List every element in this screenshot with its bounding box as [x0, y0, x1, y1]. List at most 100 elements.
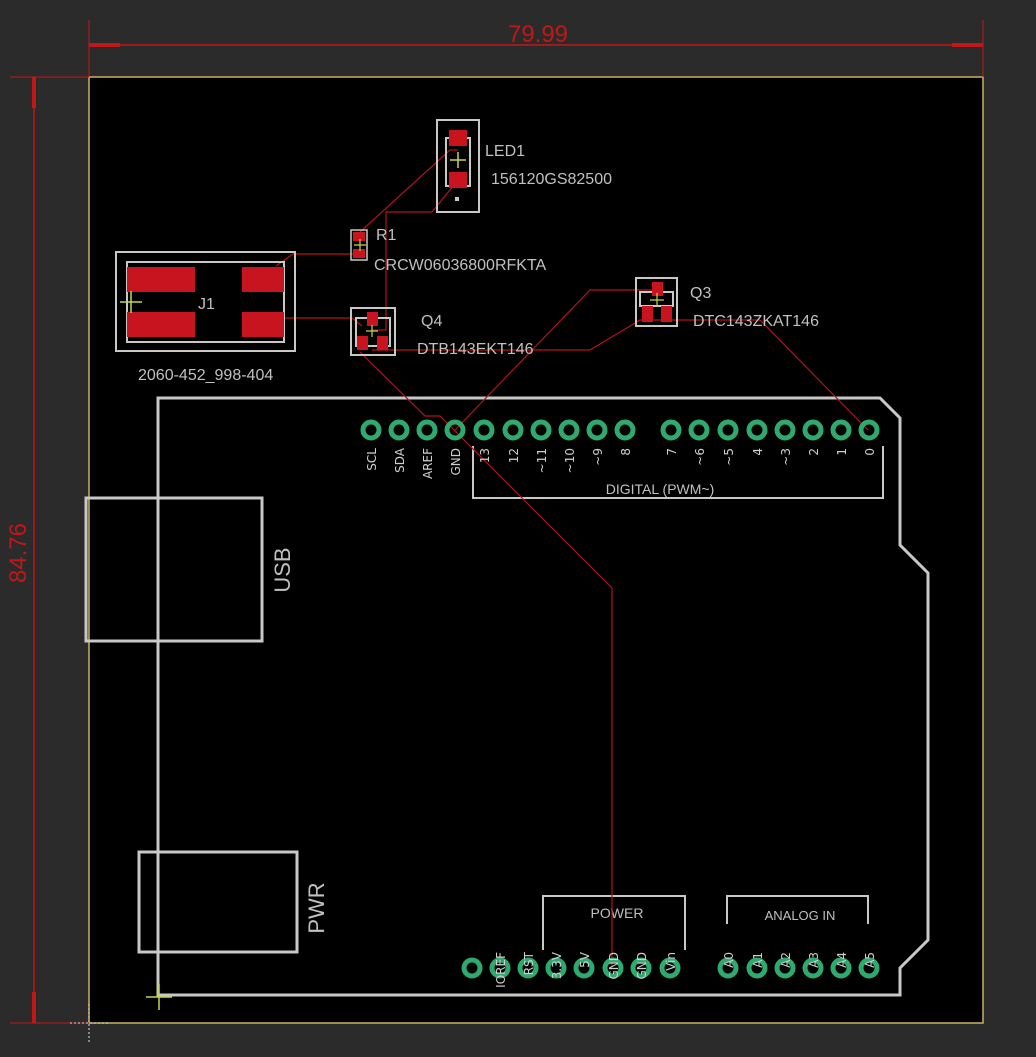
analog-pin-label: A2: [779, 952, 793, 968]
r1-footprint[interactable]: R1 CRCW06036800RFKTA: [350, 227, 547, 274]
dimension-height[interactable]: [10, 76, 89, 1024]
trace-led1-q4: [372, 179, 459, 331]
analog-pin-label: A0: [722, 952, 736, 968]
analog-pad-4[interactable]: [830, 957, 852, 979]
power-pin-label: IOREF: [494, 952, 508, 988]
j1-footprint[interactable]: J1 2060-452_998-404: [115, 251, 296, 384]
led1-value: 156120GS82500: [491, 171, 612, 188]
digital-pin-label: 4: [751, 448, 765, 456]
analog-pad-2[interactable]: [774, 957, 796, 979]
trace-q3-gnd: [454, 289, 657, 431]
digital-pad-9[interactable]: [614, 419, 636, 441]
digital-pad-11[interactable]: [688, 419, 710, 441]
board-area[interactable]: [88, 76, 984, 1024]
j1-silk-outer: [115, 251, 296, 352]
j1-value: 2060-452_998-404: [138, 367, 273, 384]
power-pad-1[interactable]: [517, 957, 539, 979]
digital-pad-1[interactable]: [388, 419, 410, 441]
analog-pin-label: A3: [807, 952, 821, 968]
digital-pin-label: ~11: [535, 448, 549, 473]
q3-value: DTC143ZKAT146: [693, 313, 819, 330]
led1-pad-1: [449, 130, 467, 146]
q3-footprint[interactable]: Q3 DTC143ZKAT146: [635, 277, 819, 330]
q4-value: DTB143EKT146: [417, 341, 534, 358]
power-pin-label: Vin: [664, 952, 678, 971]
digital-pin-label: ~6: [693, 448, 707, 466]
digital-pad-14[interactable]: [774, 419, 796, 441]
q3-origin-cross: [650, 293, 664, 307]
power-pad-6[interactable]: [659, 957, 681, 979]
digital-pad-5[interactable]: [502, 419, 524, 441]
power-pad-5[interactable]: [630, 957, 652, 979]
analog-pin-label: A1: [751, 952, 765, 968]
power-pad-unlabeled[interactable]: [461, 957, 483, 979]
analog-header-box: [726, 895, 869, 924]
digital-pin-label: GND: [449, 448, 463, 476]
power-pin-label: RST: [522, 951, 536, 975]
analog-pad-0[interactable]: [717, 957, 739, 979]
digital-pad-7[interactable]: [558, 419, 580, 441]
power-pad-3[interactable]: [573, 957, 595, 979]
digital-pad-17[interactable]: [858, 419, 880, 441]
power-pad-0[interactable]: [489, 957, 511, 979]
digital-pad-3[interactable]: [444, 419, 466, 441]
digital-pin-label: 13: [478, 448, 492, 463]
q4-origin-cross: [366, 325, 378, 337]
power-pad-2[interactable]: [545, 957, 567, 979]
analog-pad-3[interactable]: [802, 957, 824, 979]
digital-pad-12[interactable]: [717, 419, 739, 441]
analog-pad-5[interactable]: [858, 957, 880, 979]
q4-pad-2: [377, 336, 388, 350]
analog-pad-1[interactable]: [746, 957, 768, 979]
digital-pad-2[interactable]: [416, 419, 438, 441]
trace-q4-power-gnd: [359, 351, 613, 968]
digital-pin-label: 2: [807, 448, 821, 456]
traces: [275, 149, 869, 968]
board-origin-cross: [146, 984, 172, 1010]
analog-pin-label: A4: [835, 952, 849, 968]
digital-pin-label: ~5: [722, 448, 736, 466]
q3-pad-2: [642, 306, 653, 322]
j1-name: J1: [198, 296, 215, 313]
digital-pad-6[interactable]: [530, 419, 552, 441]
trace-r1-led1: [359, 149, 458, 233]
led1-footprint[interactable]: LED1 156120GS82500: [436, 119, 612, 213]
digital-pad-4[interactable]: [473, 419, 495, 441]
dimension-width-label: 79.99: [508, 21, 568, 48]
usb-connector-outline: [84, 496, 264, 643]
q3-pad-1: [652, 282, 663, 296]
digital-pad-8[interactable]: [586, 419, 608, 441]
power-pin-label: GND: [635, 952, 649, 980]
digital-pin-label: 7: [665, 448, 679, 456]
digital-pad-13[interactable]: [746, 419, 768, 441]
r1-silk-outline: [350, 229, 368, 261]
dimension-width[interactable]: [88, 20, 984, 77]
q4-pad-1: [357, 336, 368, 350]
led1-name: LED1: [485, 143, 525, 160]
digital-pad-15[interactable]: [802, 419, 824, 441]
r1-origin-cross: [354, 239, 366, 251]
led1-polarity-dot: [455, 197, 459, 201]
power-header-label: POWER: [591, 905, 644, 921]
q4-footprint[interactable]: Q4 DTB143EKT146: [350, 307, 534, 358]
j1-pad-4: [242, 312, 284, 337]
digital-header-box: [472, 446, 884, 499]
j1-pad-1: [127, 267, 195, 292]
digital-pin-label: ~3: [779, 448, 793, 466]
power-pin-label: 5V: [578, 951, 592, 968]
pwr-label: PWR: [304, 882, 329, 933]
digital-pin-label: SCL: [365, 448, 379, 471]
power-pad-4[interactable]: [602, 957, 624, 979]
digital-pad-10[interactable]: [660, 419, 682, 441]
trace-q4-q3: [372, 319, 760, 351]
usb-label: USB: [270, 547, 295, 592]
q4-pad-3: [367, 312, 378, 326]
q4-silk-outline: [350, 307, 396, 356]
digital-pad-0[interactable]: [360, 419, 382, 441]
digital-pad-16[interactable]: [830, 419, 852, 441]
r1-pad-2: [353, 249, 365, 258]
